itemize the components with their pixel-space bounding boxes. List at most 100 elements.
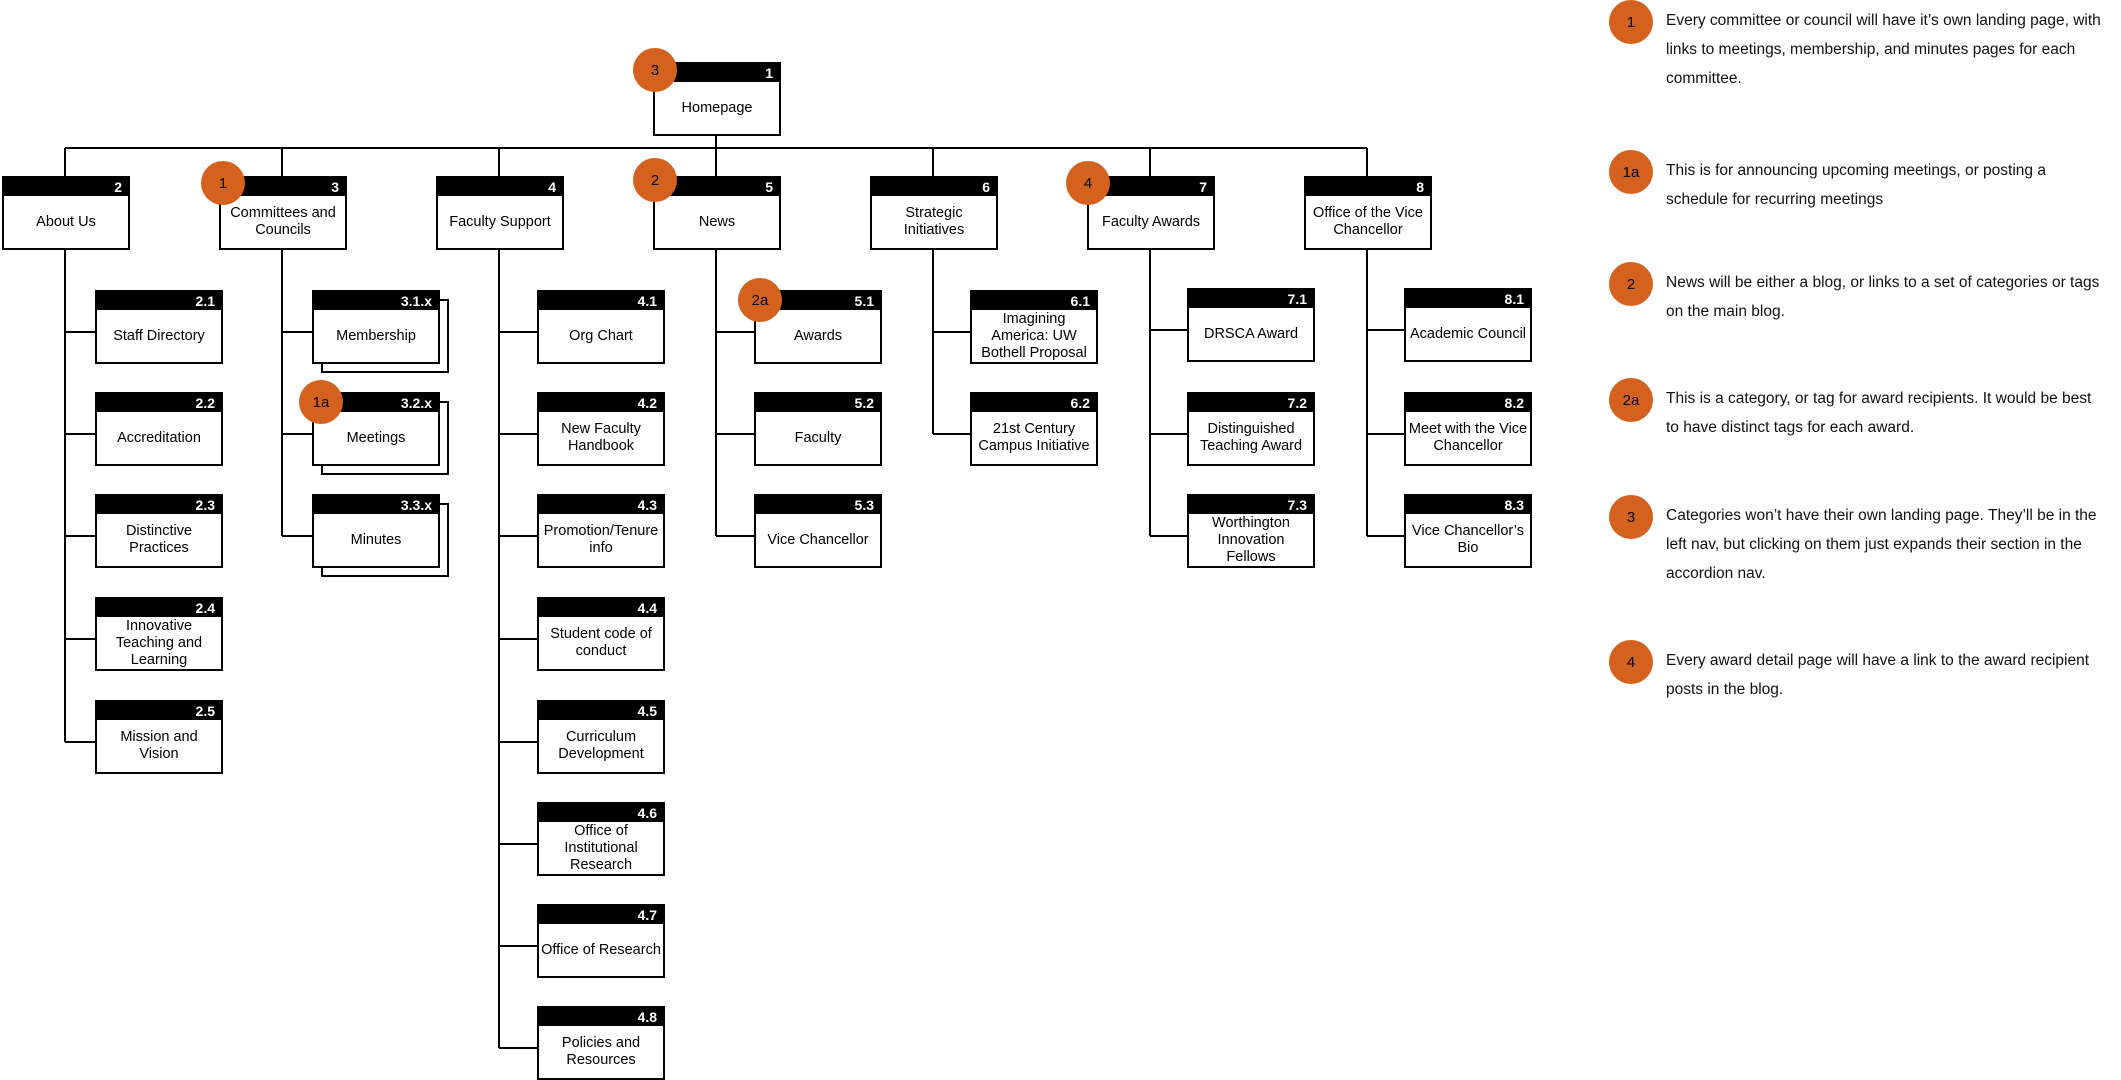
callout-badge-p3: 1 <box>201 161 245 205</box>
page-number: 7.3 <box>1189 496 1313 514</box>
page-number: 2 <box>4 178 128 196</box>
page-label: About Us <box>36 213 96 230</box>
page-number: 4.5 <box>539 702 663 720</box>
note-text: News will be either a blog, or links to … <box>1666 274 2100 320</box>
page-label: Mission and Vision <box>120 729 198 762</box>
page-label: 21st Century Campus Initiative <box>978 421 1090 454</box>
page-number: 4 <box>438 178 562 196</box>
page-label: Promotion/Tenure info <box>543 523 659 556</box>
callout-badge-p3-2: 1a <box>299 380 343 424</box>
page-label: Meetings <box>346 429 406 446</box>
page-number: 2.1 <box>97 292 221 310</box>
note-text: Every committee or council will have it’… <box>1666 12 2101 87</box>
page-number: 4.1 <box>539 292 663 310</box>
page-label: DRSCA Award <box>1203 325 1299 342</box>
page-label: Membership <box>336 327 416 344</box>
page-label: Accreditation <box>117 429 201 446</box>
page-label: Vice Chancellor’s Bio <box>1411 523 1525 556</box>
page-label: New Faculty Handbook <box>561 421 641 454</box>
callout-badge-p5: 2 <box>633 158 677 202</box>
note-badge: 1 <box>1609 0 1653 44</box>
page-label: Office of Research <box>541 941 661 958</box>
page-label: Distinctive Practices <box>125 523 193 556</box>
page-number: 3 <box>221 178 345 196</box>
page-number: 3.2.x <box>314 394 438 412</box>
page-number: 3.1.x <box>314 292 438 310</box>
page-label: Vice Chancellor <box>767 531 869 548</box>
page-number: 7 <box>1089 178 1213 196</box>
page-number: 4.2 <box>539 394 663 412</box>
page-number: 8.2 <box>1406 394 1530 412</box>
page-number: 4.8 <box>539 1008 663 1026</box>
note-badge: 2 <box>1609 262 1653 306</box>
page-label: Imagining America: UW Bothell Proposal <box>981 310 1087 361</box>
page-label: Innovative Teaching and Learning <box>115 617 203 668</box>
page-number: 2.4 <box>97 599 221 617</box>
notes-panel: 1 Every committee or council will have it… <box>1600 0 2121 1076</box>
page-label: Student code of conduct <box>550 626 652 659</box>
page-label: Policies and Resources <box>561 1035 641 1068</box>
page-number: 5.1 <box>756 292 880 310</box>
note-text: This is for announcing upcoming meetings… <box>1666 162 2046 208</box>
page-label: Homepage <box>681 99 753 116</box>
note-text: This is a category, or tag for award rec… <box>1666 390 2092 436</box>
page-number: 8 <box>1306 178 1430 196</box>
page-label: Strategic Initiatives <box>903 205 965 238</box>
page-number: 6.1 <box>972 292 1096 310</box>
callout-badge-home: 3 <box>633 48 677 92</box>
page-number: 2.5 <box>97 702 221 720</box>
page-label: Office of the Vice Chancellor <box>1313 205 1423 238</box>
callout-badge-p5-1: 2a <box>738 278 782 322</box>
page-label: Committees and Councils <box>230 205 336 238</box>
callout-badge-p7: 4 <box>1066 161 1110 205</box>
page-number: 1 <box>655 64 779 82</box>
page-label: Org Chart <box>569 327 633 344</box>
connector-lines <box>64 134 1404 1049</box>
page-number: 6 <box>872 178 996 196</box>
page-number: 5 <box>655 178 779 196</box>
